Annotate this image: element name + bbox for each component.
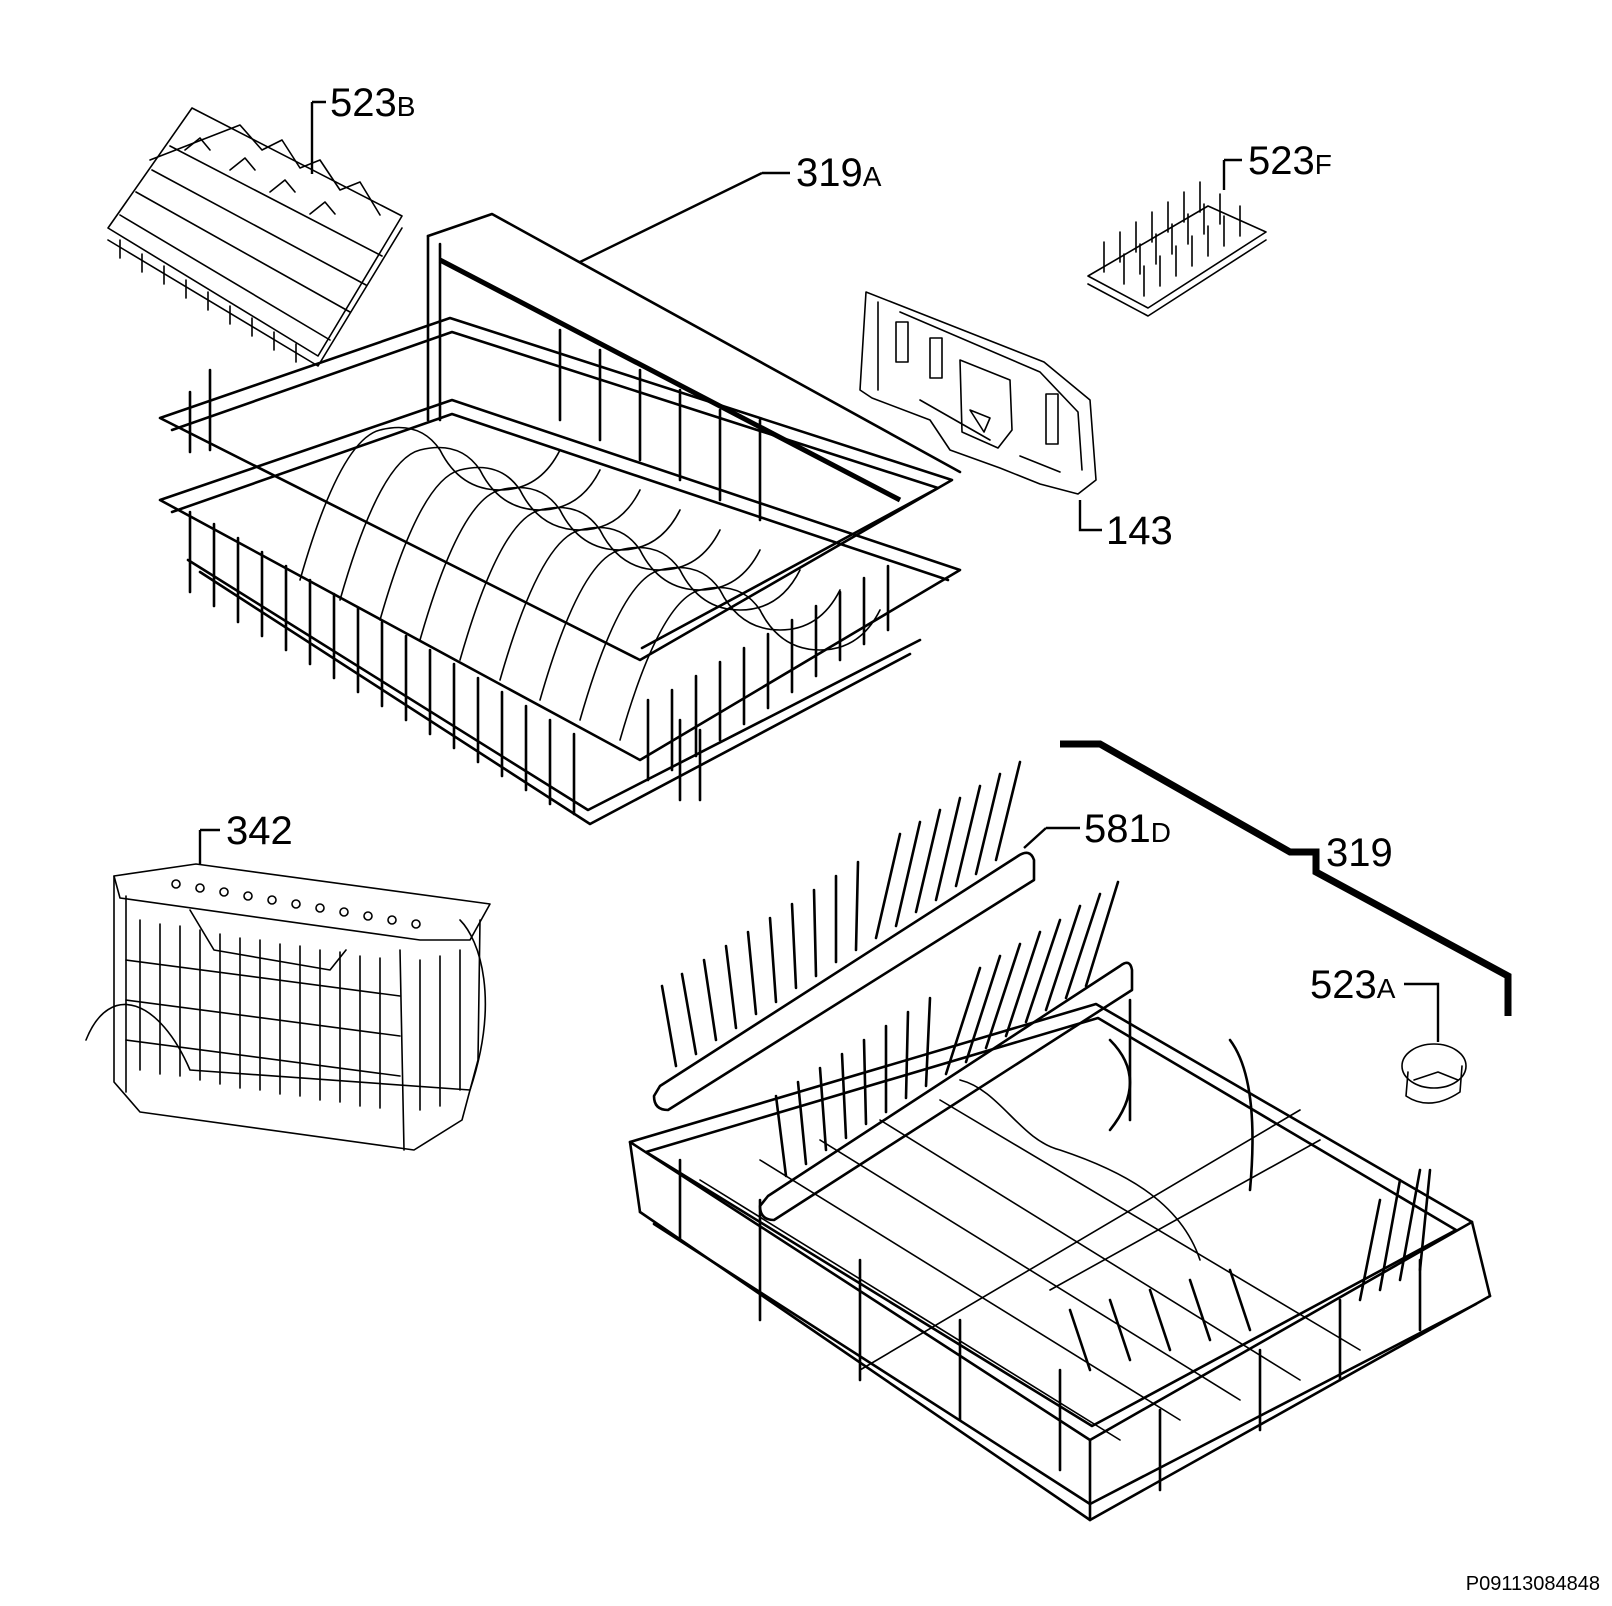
leader-143 [1078, 500, 1102, 532]
cutlery-basket-drawing [85, 863, 491, 1151]
part-label-523b: 523B [330, 81, 415, 125]
leader-lines [198, 100, 1512, 1042]
part-label-581d: 581D [1084, 807, 1171, 851]
leader-319-bold [1060, 740, 1512, 1016]
leader-523f [1222, 158, 1242, 190]
height-adjuster-bracket-drawing [859, 291, 1097, 495]
fold-down-tine-rows-drawing [652, 760, 1134, 1222]
part-label-523f: 523F [1248, 139, 1332, 183]
small-tine-insert-drawing [1087, 181, 1267, 317]
leader-342 [198, 828, 220, 864]
part-label-342: 342 [226, 809, 293, 853]
lower-basket-drawing [628, 998, 1492, 1522]
leader-581d [1023, 826, 1080, 849]
part-label-319a: 319A [796, 151, 882, 195]
part-label-319: 319 [1326, 831, 1393, 875]
leader-319a [579, 171, 790, 264]
leader-523b [310, 100, 326, 174]
upper-basket-drawing [158, 212, 962, 826]
part-label-143: 143 [1106, 509, 1173, 553]
leader-523a [1404, 982, 1440, 1042]
cup-rack-insert-drawing [107, 107, 403, 367]
drawing-code: P09113084848 [1466, 1573, 1600, 1595]
part-labels: 523B 319A 523F 143 342 581D 319 523A [226, 81, 1396, 1007]
roller-wheel-drawing [1401, 1043, 1467, 1104]
part-label-523a: 523A [1310, 963, 1396, 1007]
